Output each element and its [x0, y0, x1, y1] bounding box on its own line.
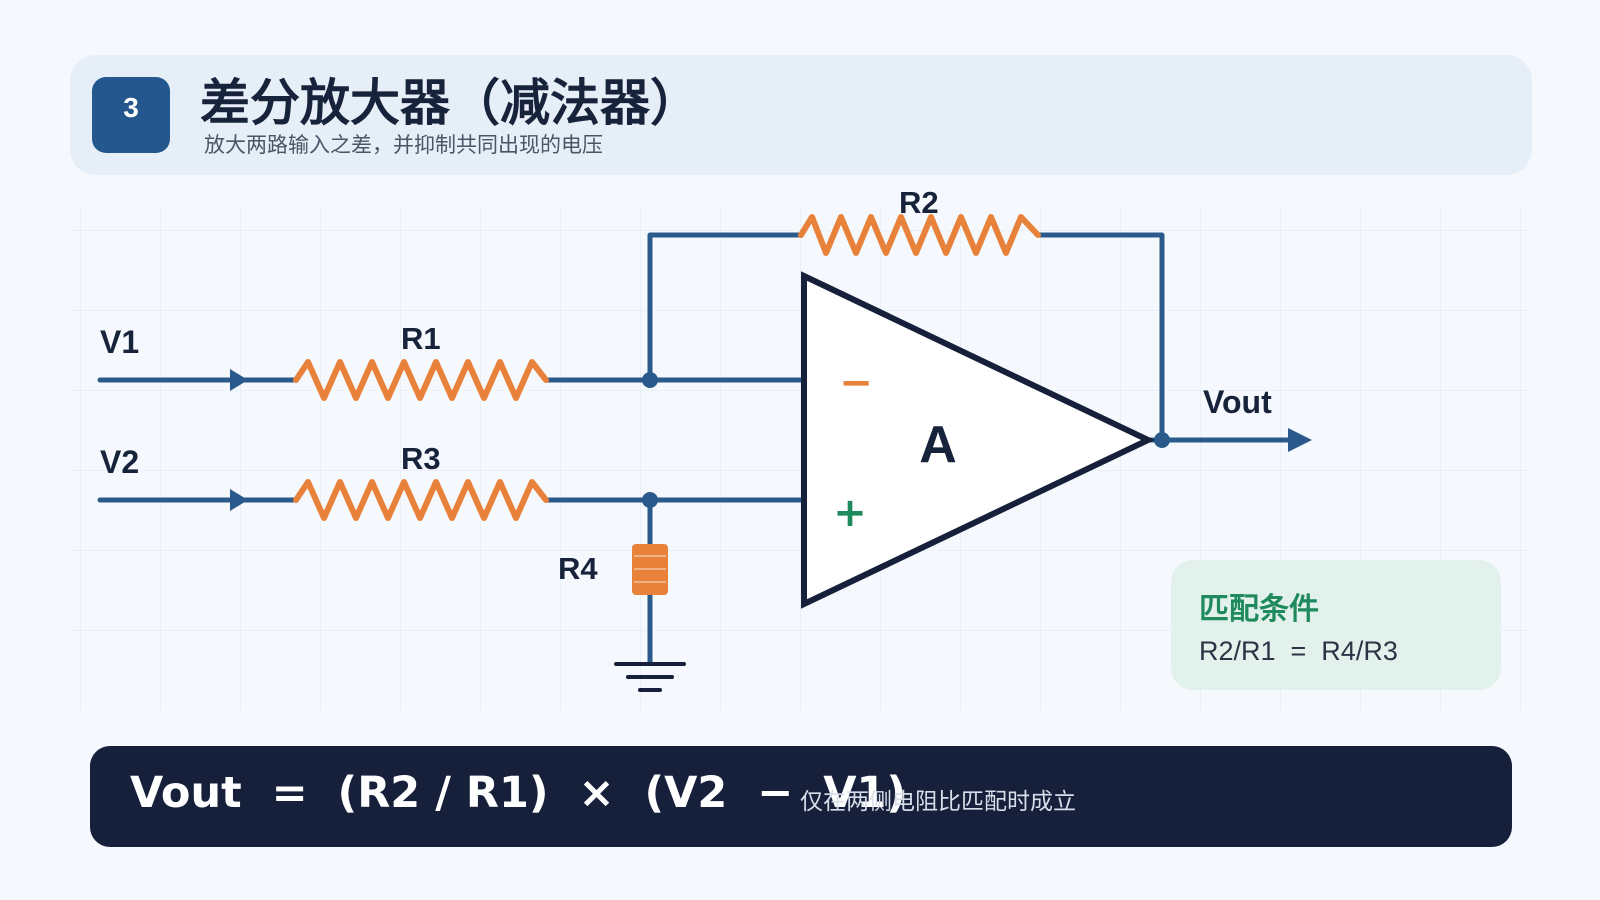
junction-node-plus — [642, 492, 658, 508]
v1-arrow-icon — [230, 369, 248, 391]
condition-title: 匹配条件 — [1199, 592, 1319, 627]
junction-node-minus — [642, 372, 658, 388]
matching-condition-card: 匹配条件 R2/R1 = R4/R3 — [1171, 560, 1501, 690]
page-subtitle: 放大两路输入之差，并抑制共同出现的电压 — [204, 133, 603, 157]
v2-arrow-icon — [230, 489, 248, 511]
page-title: 差分放大器（减法器） — [200, 74, 700, 132]
condition-equation: R2/R1 = R4/R3 — [1199, 636, 1398, 666]
formula-note: 仅在两侧电阻比匹配时成立 — [800, 789, 1076, 815]
input-label-v2: V2 — [100, 444, 139, 480]
plus-input-sign: + — [833, 490, 867, 536]
junction-dots — [642, 372, 1170, 508]
formula-bar: Vout = (R2 / R1) × (V2 − V1) 仅在两侧电阻比匹配时成… — [90, 746, 1512, 847]
step-number-badge: 3 — [92, 77, 170, 153]
resistor-label-r4: R4 — [558, 551, 598, 586]
wire-feedback-left — [647, 232, 804, 383]
opamp-triangle — [801, 271, 1155, 609]
junction-node-output — [1154, 432, 1170, 448]
wire-feedback-right — [1035, 232, 1165, 443]
resistor-label-r3: R3 — [401, 441, 441, 476]
resistor-r1-zigzag — [293, 359, 549, 401]
output-formula: Vout = (R2 / R1) × (V2 − V1) — [130, 768, 907, 818]
resistor-r3-zigzag — [293, 479, 549, 521]
opamp-gain-label: A — [919, 416, 957, 474]
resistor-r2-zigzag — [798, 214, 1041, 256]
output-arrow-icon — [1288, 428, 1312, 452]
input-label-v1: V1 — [100, 324, 139, 360]
wires — [97, 232, 1301, 665]
minus-input-sign: − — [839, 360, 873, 406]
resistor-label-r2: R2 — [899, 185, 939, 220]
ground-icon — [614, 662, 686, 692]
header-card: 3 差分放大器（减法器） 放大两路输入之差，并抑制共同出现的电压 — [70, 55, 1532, 175]
arrowheads — [230, 369, 1312, 511]
output-label-vout: Vout — [1203, 384, 1272, 420]
resistor-label-r1: R1 — [401, 321, 441, 356]
